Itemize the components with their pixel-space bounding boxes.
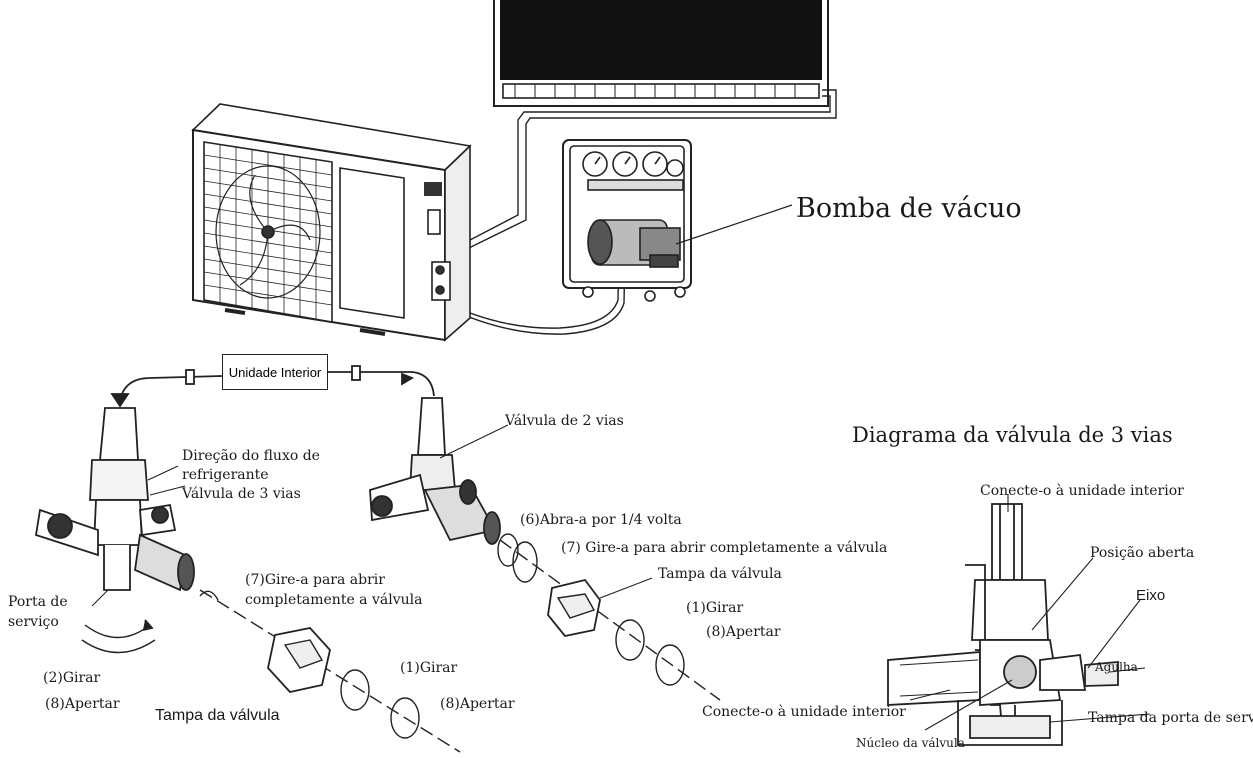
valve-core-label: Núcleo da válvula [856, 736, 965, 750]
vacuum-pump-label: Bomba de vácuo [796, 193, 1022, 224]
pump-leader-line [675, 204, 793, 245]
outdoor-unit [191, 103, 472, 342]
turn-open-fully-left-label-1: (7)Gire-a para abrir [245, 572, 385, 588]
open-position-label: Posição aberta [1090, 545, 1195, 561]
two-way-valve-label: Válvula de 2 vias [505, 413, 624, 429]
three-way-valve-left [34, 407, 195, 654]
turn-open-fully-right-label: (7) Gire-a para abrir completamente a vá… [561, 540, 888, 556]
open-quarter-turn-label: (6)Abra-a por 1/4 volta [520, 512, 682, 528]
service-port-cap-label: Tampa da porta de serviço [1088, 710, 1253, 726]
turn-open-fully-left-label-2: completamente a válvula [245, 592, 423, 608]
service-port-label-1: Porta de [8, 594, 68, 610]
needle-label: Agulha [1095, 660, 1138, 674]
turn-1-right-label: (1)Girar [686, 600, 744, 616]
connect-indoor-bottom-label: Conecte-o à unidade interior [702, 704, 906, 720]
service-port-label-2: serviço [8, 614, 59, 630]
flow-direction-label-1: Direção do fluxo de [182, 448, 320, 464]
tighten-8-left-label: (8)Apertar [45, 696, 120, 712]
refrigerant-pipes [439, 89, 837, 335]
flow-direction-label-2: refrigerante [182, 467, 269, 483]
tighten-8-mid-label: (8)Apertar [440, 696, 515, 712]
turn-2-label: (2)Girar [43, 670, 101, 686]
left-shaft-parts [199, 589, 461, 753]
indoor-unit [493, 0, 829, 107]
turn-1-left-label: (1)Girar [400, 660, 458, 676]
tighten-8-right-label: (8)Apertar [706, 624, 781, 640]
indoor-unit-box: Unidade Interior [222, 354, 328, 390]
connect-indoor-top-label: Conecte-o à unidade interior [980, 483, 1184, 499]
right-shaft-parts [497, 533, 721, 701]
two-way-valve-right [369, 397, 501, 545]
three-way-diagram-title: Diagrama da válvula de 3 vias [852, 423, 1173, 447]
loop-pipes [110, 365, 435, 408]
leader-lines [91, 424, 1151, 731]
shaft-label: Eixo [1136, 587, 1166, 604]
vacuum-pump [562, 139, 692, 302]
valve-cap-left-label: Tampa da válvula [155, 707, 280, 724]
three-way-valve-diagram [887, 503, 1119, 746]
valve-cap-right-label: Tampa da válvula [658, 566, 782, 582]
three-way-valve-label: Válvula de 3 vias [182, 486, 301, 502]
